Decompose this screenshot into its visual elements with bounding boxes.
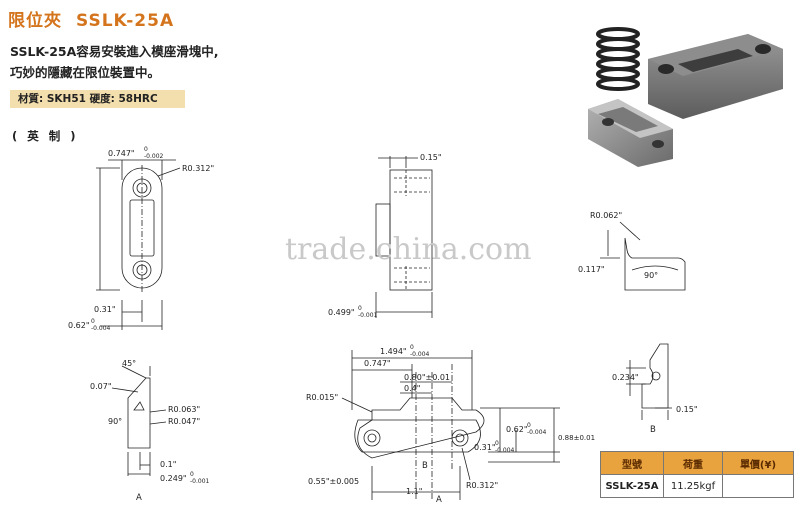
- dim-h062: 0.62": [506, 425, 528, 434]
- dim-055: 0.55"±0.005: [308, 477, 359, 486]
- dim-h088: 0.88±0.01: [558, 434, 595, 442]
- dim-r0062: R0.062": [590, 211, 622, 220]
- dim-1494-tol-a: 0: [410, 344, 414, 351]
- header-model: 型號: [600, 451, 664, 475]
- header-load: 荷重: [663, 451, 723, 475]
- dim-90deg: 90°: [644, 271, 658, 280]
- header-price: 單價(¥): [722, 451, 794, 475]
- cell-price: [722, 474, 794, 498]
- limit-clip-icon: [588, 99, 673, 167]
- view-label-a: A: [136, 493, 142, 503]
- dim-side-015: 0.15": [420, 153, 442, 162]
- dim-45deg: 45°: [122, 359, 136, 368]
- dim-overall-tol-b: -0.004: [91, 325, 111, 332]
- dim-h062-tol-b: -0.004: [527, 429, 547, 436]
- cell-model: SSLK-25A: [600, 474, 664, 498]
- dim-r0063: R0.063": [168, 405, 200, 414]
- dim-r0015: R0.015": [306, 393, 338, 402]
- view-label-b: B: [422, 461, 428, 471]
- dim-h031-tol-b: -0.004: [495, 447, 515, 454]
- dim-h031-tol-a: 0: [495, 440, 499, 447]
- section-b-drawing: [626, 343, 672, 420]
- dim-side-tol-a: 0: [358, 305, 362, 312]
- table-row: SSLK-25A 11.25kgf: [600, 474, 794, 498]
- spec-table: 型號 荷重 單價(¥) SSLK-25A 11.25kgf: [600, 451, 794, 498]
- detail-radius-drawing: [600, 221, 686, 291]
- dim-top-tol-b: -0.002: [144, 153, 164, 160]
- dim-overall-tol-a: 0: [91, 318, 95, 325]
- unit-label: ( 英 制 ): [12, 129, 79, 143]
- product-photo: [588, 27, 783, 167]
- page-title: 限位夾 SSLK-25A: [8, 6, 174, 31]
- dim-0249: 0.249": [160, 474, 187, 483]
- dim-01: 0.1": [160, 460, 176, 469]
- watermark: trade.china.com: [285, 232, 532, 267]
- dim-top-radius: R0.312": [182, 164, 214, 173]
- dim-side-0499: 0.499": [328, 308, 355, 317]
- material-bar: 材質: SKH51 硬度: 58HRC: [10, 90, 185, 108]
- top-view-drawing: [96, 159, 181, 330]
- dim-015b: 0.15": [676, 405, 698, 414]
- spring-icon: [596, 27, 640, 91]
- dim-r0312b: R0.312": [466, 481, 498, 490]
- dim-h031: 0.31": [474, 443, 496, 452]
- dim-0249-tol-a: 0: [190, 471, 194, 478]
- dim-0249-tol-b: -0.001: [190, 478, 210, 485]
- view-label-b2: B: [650, 425, 656, 435]
- description-line-1: SSLK-25A容易安裝進入模座滑塊中,: [10, 44, 219, 59]
- dim-11: 1.1": [406, 487, 422, 496]
- dim-1494-tol-b: -0.004: [410, 351, 430, 358]
- dim-080: 0.80"±0.01: [404, 373, 450, 382]
- dim-1494: 1.494": [380, 347, 407, 356]
- retainer-block-icon: [648, 34, 783, 119]
- section-a-drawing: [111, 365, 167, 476]
- dim-0117: 0.117": [578, 265, 605, 274]
- dim-90deg-b: 90°: [108, 417, 122, 426]
- dim-top-width: 0.747": [108, 149, 135, 158]
- dim-04: 0.4": [404, 384, 420, 393]
- description-line-2: 巧妙的隱藏在限位裝置中。: [10, 65, 161, 80]
- dim-h062-tol-a: 0: [527, 422, 531, 429]
- cell-load: 11.25kgf: [663, 474, 723, 498]
- dim-mid-half: 0.31": [94, 305, 116, 314]
- dim-overall: 0.62": [68, 321, 90, 330]
- dim-0747: 0.747": [364, 359, 391, 368]
- view-label-a2: A: [436, 495, 442, 505]
- dim-top-tol-a: 0: [144, 146, 148, 153]
- product-name: 限位夾: [8, 11, 62, 31]
- spec-table-header: 型號 荷重 單價(¥): [600, 451, 794, 475]
- product-code: SSLK-25A: [76, 11, 175, 31]
- dim-007: 0.07": [90, 382, 112, 391]
- front-view-drawing: [341, 350, 560, 500]
- dim-r0047: R0.047": [168, 417, 200, 426]
- dim-0234: 0.234": [612, 373, 639, 382]
- side-view-drawing: [375, 156, 433, 318]
- dim-side-tol-b: -0.001: [358, 312, 378, 319]
